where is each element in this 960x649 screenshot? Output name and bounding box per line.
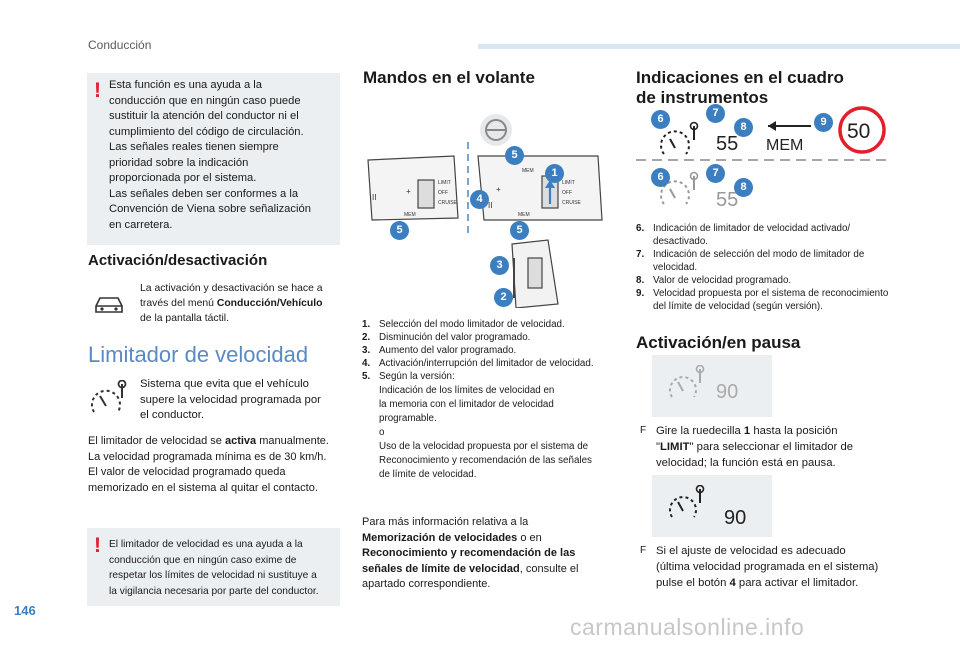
limiter-active-icon — [669, 485, 705, 518]
sign-value: 50 — [847, 120, 870, 143]
badge-1: 1 — [545, 164, 564, 183]
pause-display-panel: 90 — [652, 355, 772, 417]
warning-box-top: ! Esta función es una ayuda a la conducc… — [87, 73, 340, 245]
warning-text: Esta función es una ayuda a la conducció… — [109, 79, 311, 231]
right-stalk-drawing: + II LIMIT OFF CRUISE MEM MEM — [477, 155, 603, 221]
instruction-bullet: F Gire la ruedecilla 1 hasta la posición… — [640, 425, 854, 469]
svg-text:MEM: MEM — [518, 212, 530, 218]
watermark: carmanualsonline.info — [570, 614, 805, 640]
steering-heading: Mandos en el volante — [363, 68, 535, 87]
warning-text: El limitador de velocidad es una ayuda a… — [109, 539, 319, 597]
activation-text: La activación y desactivación se hace a … — [140, 283, 323, 324]
header-bar — [478, 44, 960, 49]
svg-text:CRUISE: CRUISE — [438, 200, 458, 206]
badge-2: 2 — [494, 288, 513, 307]
activation-heading: Activación/desactivación — [88, 252, 268, 269]
steering-wheel-icon — [480, 114, 512, 146]
badge-5: 5 — [510, 221, 529, 240]
badge-5: 5 — [390, 221, 409, 240]
badge-4: 4 — [470, 190, 489, 209]
speed-limiter-icon — [91, 380, 127, 413]
limiter-paragraph: El limitador de velocidad se activa manu… — [88, 435, 329, 494]
legend-item: 7.Indicación de selección del modo de li… — [636, 249, 865, 273]
active-display-panel: 90 — [652, 475, 772, 537]
legend-item: 2.Disminución del valor programado. — [362, 332, 531, 343]
badge-6: 6 — [651, 168, 670, 187]
thumbwheel-drawing — [511, 239, 559, 308]
page-number: 146 — [14, 603, 36, 618]
left-stalk-drawing: + II LIMIT OFF CRUISE MEM — [367, 155, 459, 221]
svg-text:OFF: OFF — [562, 190, 572, 196]
svg-text:CRUISE: CRUISE — [562, 200, 582, 206]
svg-text:+: + — [496, 185, 501, 194]
legend-item: 1.Selección del modo limitador de veloci… — [362, 319, 565, 330]
bullet-icon: F — [640, 545, 647, 556]
paused-speed-value: 90 — [716, 381, 739, 403]
svg-text:+: + — [406, 187, 411, 196]
svg-text:II: II — [372, 193, 376, 202]
steering-legend: 1.Selección del modo limitador de veloci… — [362, 318, 622, 482]
mem-label: MEM — [766, 137, 803, 154]
cluster-legend: 6.Indicación de limitador de velocidad a… — [636, 222, 896, 313]
limiter-active-icon — [660, 121, 699, 155]
steering-controls-diagram: + II LIMIT OFF CRUISE MEM + II LIMIT OFF… — [367, 114, 603, 308]
limiter-inactive-icon — [660, 171, 699, 205]
inactive-speed-value: 55 — [716, 189, 738, 211]
badge-3: 3 — [490, 256, 509, 275]
cluster-display-diagram: 55 MEM 50 55 — [636, 106, 892, 211]
warning-icon: ! — [94, 534, 101, 557]
pause-heading: Activación/en pausa — [636, 333, 801, 352]
svg-text:II: II — [488, 201, 492, 210]
warning-box-bottom: ! El limitador de velocidad es una ayuda… — [87, 528, 340, 606]
legend-item: 4.Activación/interrupción del limitador … — [362, 358, 594, 369]
warning-icon: ! — [94, 79, 101, 102]
svg-text:MEM: MEM — [404, 212, 416, 218]
limiter-heading: Limitador de velocidad — [88, 342, 309, 367]
bullet-icon: F — [640, 425, 647, 436]
badge-6: 6 — [651, 110, 670, 129]
active-speed-value: 90 — [724, 507, 747, 529]
limiter-description: Sistema que evita que el vehículo supere… — [140, 378, 321, 421]
active-speed-value: 55 — [716, 133, 738, 155]
badge-7: 7 — [706, 164, 725, 183]
legend-item: 3.Aumento del valor programado. — [362, 345, 517, 356]
svg-text:LIMIT: LIMIT — [562, 180, 575, 186]
badge-8: 8 — [734, 118, 753, 137]
instruction-bullet: F Si el ajuste de velocidad es adecuado … — [640, 545, 879, 589]
legend-item: 9.Velocidad propuesta por el sistema de … — [636, 288, 889, 312]
svg-text:OFF: OFF — [438, 190, 448, 196]
section-title: Conducción — [88, 38, 152, 52]
badge-7: 7 — [706, 104, 725, 123]
badge-8: 8 — [734, 178, 753, 197]
legend-item: 8.Valor de velocidad programado. — [636, 275, 792, 286]
legend-item: 5. Según la versión: Indicación de los l… — [362, 371, 592, 480]
badge-5: 5 — [505, 146, 524, 165]
svg-text:MEM: MEM — [522, 168, 534, 174]
car-settings-icon — [95, 297, 123, 313]
legend-item: 6.Indicación de limitador de velocidad a… — [636, 223, 851, 247]
more-info-text: Para más información relativa a la Memor… — [362, 516, 579, 590]
svg-text:LIMIT: LIMIT — [438, 180, 451, 186]
cluster-heading: Indicaciones en el cuadro de instrumento… — [636, 68, 844, 107]
limiter-paused-icon — [669, 365, 705, 398]
badge-9: 9 — [814, 113, 833, 132]
